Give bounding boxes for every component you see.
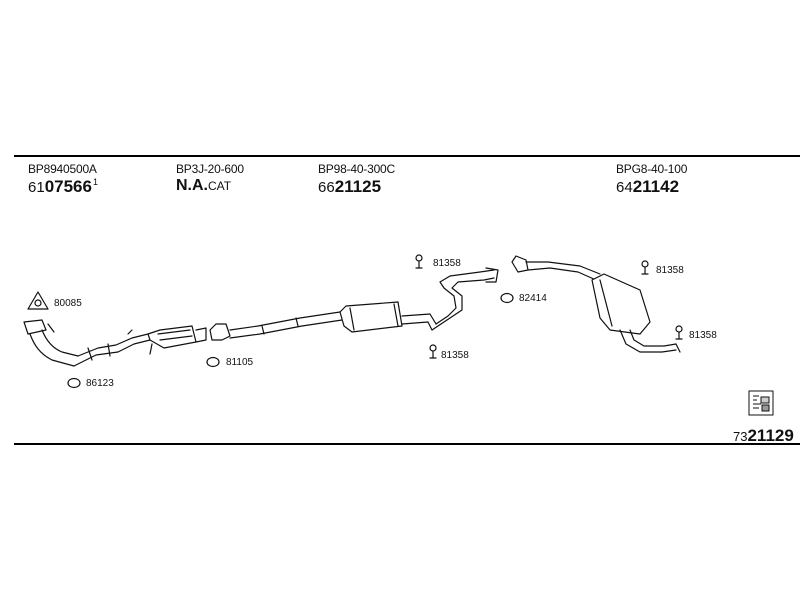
bolt-icon xyxy=(415,254,423,269)
callout-81358: 81358 xyxy=(433,258,461,269)
part-label-front-pipe[interactable]: BP8940500A 61075661 xyxy=(28,163,98,196)
callout-86123: 86123 xyxy=(86,378,114,389)
gasket-icon xyxy=(27,291,49,310)
bolt-icon xyxy=(675,325,683,340)
part-code: BPG8-40-100 xyxy=(616,162,688,176)
rear-silencer xyxy=(591,273,681,353)
part-number: 6421142 xyxy=(616,177,680,196)
kit-number: 7321129 xyxy=(733,426,794,445)
catalyst xyxy=(147,325,207,355)
callout-81358: 81358 xyxy=(689,330,717,341)
front-pipe xyxy=(23,319,151,367)
overaxle-pipe xyxy=(431,267,499,331)
part-code: BP8940500A xyxy=(28,162,97,176)
ring-icon xyxy=(67,377,81,389)
callout-80085: 80085 xyxy=(54,298,82,309)
callout-81105: 81105 xyxy=(226,357,254,368)
callout-81358: 81358 xyxy=(441,350,469,361)
part-label-center-silencer[interactable]: BP98-40-300C 6621125 xyxy=(318,163,395,196)
part-code: BP98-40-300C xyxy=(318,162,395,176)
callout-82414: 82414 xyxy=(519,293,547,304)
document-icon xyxy=(748,390,774,416)
rear-pipe xyxy=(511,255,601,281)
bottom-rule xyxy=(14,443,800,445)
bolt-icon xyxy=(429,344,437,359)
callout-81358: 81358 xyxy=(656,265,684,276)
ring-icon xyxy=(500,292,514,304)
part-number: 61075661 xyxy=(28,177,98,196)
part-label-rear-silencer[interactable]: BPG8-40-100 6421142 xyxy=(616,163,687,196)
bolt-icon xyxy=(641,260,649,275)
center-silencer xyxy=(339,301,437,333)
intermediate-pipe xyxy=(229,311,343,339)
part-number: N.A.CAT xyxy=(176,177,232,194)
part-label-catalyst[interactable]: BP3J-20-600 N.A.CAT xyxy=(176,163,244,194)
part-number: 6621125 xyxy=(318,177,382,196)
top-rule xyxy=(14,155,800,157)
part-code: BP3J-20-600 xyxy=(176,162,244,176)
ring-icon xyxy=(206,356,220,368)
